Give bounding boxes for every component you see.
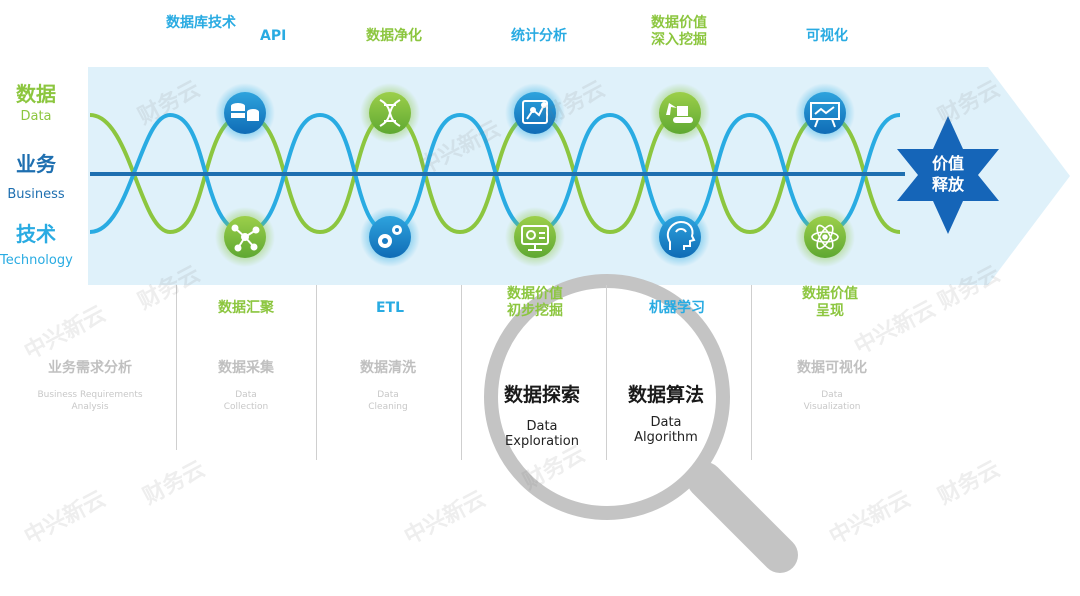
column-data-visualization: 数据可视化 — [797, 360, 867, 376]
side-label-technology: 技术 — [16, 222, 56, 246]
side-label-technology-en: Technology — [0, 253, 73, 268]
column-data-visualization-en: Data Visualization — [803, 390, 861, 412]
node-gears — [360, 207, 420, 267]
column-title-initial-mining: 数据价值 初步挖掘 — [507, 286, 563, 319]
magnifier-data-algorithm: 数据算法 — [627, 384, 704, 406]
excavator-icon — [666, 103, 693, 123]
column-title-machine-learning: 机器学习 — [649, 300, 705, 316]
gears-icon — [378, 225, 402, 248]
magnifier-data-algorithm-en: Data Algorithm — [634, 415, 698, 445]
column-data-collection-en: Data Collection — [223, 390, 269, 412]
dna-icon — [379, 99, 401, 127]
side-label-data: 数据 — [16, 82, 56, 106]
magnifier-divider — [606, 320, 607, 460]
magnifier-icon — [484, 274, 798, 573]
column-title-etl: ETL — [375, 300, 405, 316]
node-presentation — [795, 83, 855, 143]
side-label-business: 业务 — [16, 152, 56, 176]
column-data-cleaning-en: Data Cleaning — [368, 390, 408, 412]
side-label-data-en: Data — [20, 109, 52, 124]
stage-label-visualization: 可视化 — [806, 28, 848, 44]
node-dna — [360, 83, 420, 143]
column-divider — [461, 285, 462, 460]
stage-label-deep-mining: 数据价值 深入挖掘 — [651, 15, 707, 48]
column-data-cleaning: 数据清洗 — [360, 360, 416, 376]
column-data-collection: 数据采集 — [218, 360, 274, 376]
stage-label-statistics: 统计分析 — [511, 28, 567, 44]
node-monitor — [505, 207, 565, 267]
magnifier-data-exploration: 数据探索 — [503, 384, 580, 406]
node-analysis — [505, 83, 565, 143]
node-database — [215, 83, 275, 143]
star-label: 价值 释放 — [931, 154, 964, 194]
stage-label-database: 数据库技术 — [166, 15, 236, 31]
column-business-requirements: 业务需求分析 — [48, 360, 132, 376]
node-excavator — [650, 83, 710, 143]
value-star — [897, 116, 999, 234]
network-nodes-icon — [231, 224, 260, 252]
column-title-aggregation: 数据汇聚 — [218, 300, 274, 316]
column-title-value-presentation: 数据价值 呈现 — [802, 286, 858, 319]
chart-analysis-icon — [522, 100, 548, 124]
stage-label-api: API — [260, 28, 287, 44]
node-atom — [795, 207, 855, 267]
atom-icon — [811, 224, 839, 250]
magnifier-data-exploration-en: Data Exploration — [505, 419, 579, 449]
head-brain-icon — [666, 220, 696, 250]
column-divider — [316, 285, 317, 460]
node-brain — [650, 207, 710, 267]
column-divider — [176, 285, 177, 450]
column-business-requirements-en: Business Requirements Analysis — [37, 390, 143, 412]
database-icon — [231, 103, 259, 121]
stage-label-cleansing: 数据净化 — [366, 28, 422, 44]
column-divider — [751, 285, 752, 460]
side-label-business-en: Business — [7, 187, 65, 202]
node-network — [215, 207, 275, 267]
presentation-board-icon — [810, 102, 840, 128]
monitor-chart-icon — [521, 225, 549, 251]
